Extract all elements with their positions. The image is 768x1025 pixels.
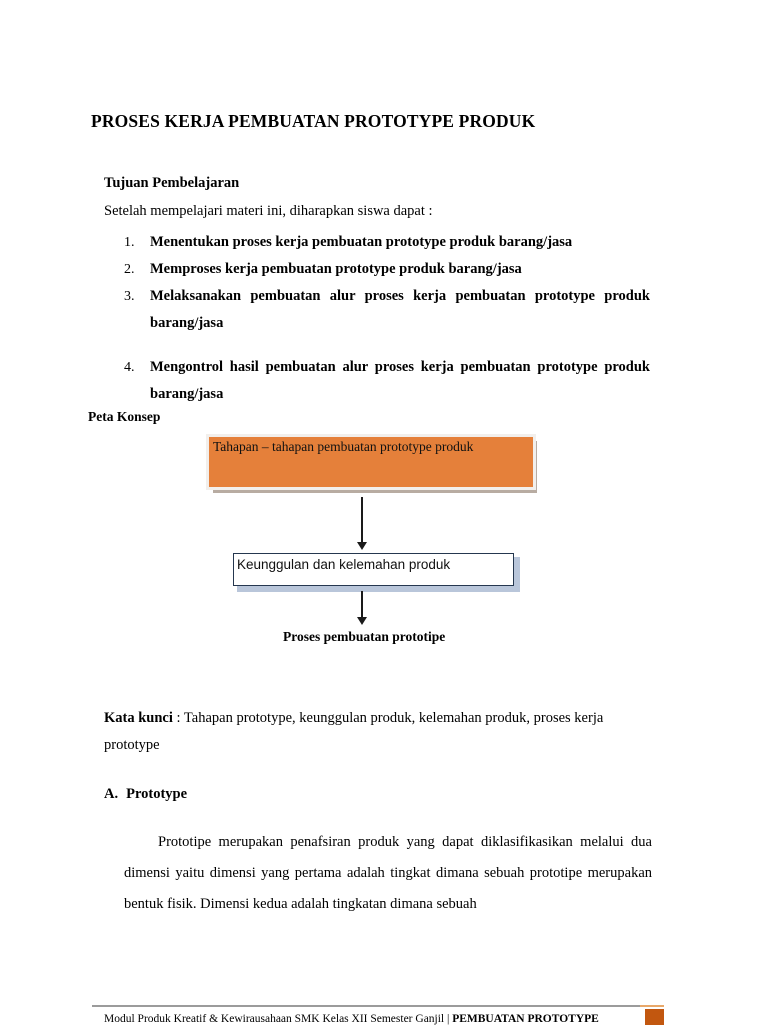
list-item-number: 1. xyxy=(124,235,135,250)
list-item-label: Memproses kerja pembuatan prototype prod… xyxy=(150,261,522,277)
objectives-intro: Setelah mempelajari materi ini, diharapk… xyxy=(104,203,433,219)
concept-node-1: Tahapan – tahapan pembuatan prototype pr… xyxy=(209,437,533,487)
footer-separator: | xyxy=(444,1013,453,1025)
list-item-number: 2. xyxy=(124,262,135,277)
footer-right-text: PEMBUATAN PROTOTYPE xyxy=(452,1013,599,1025)
footer-text: Modul Produk Kreatif & Kewirausahaan SMK… xyxy=(104,1013,624,1025)
concept-node-2: Keunggulan dan kelemahan produk xyxy=(233,553,514,586)
page-title: PROSES KERJA PEMBUATAN PROTOTYPE PRODUK xyxy=(91,110,536,131)
concept-node-1-label: Tahapan – tahapan pembuatan prototype pr… xyxy=(213,439,474,454)
keywords-label: Kata kunci xyxy=(104,710,173,726)
concept-map-heading: Peta Konsep xyxy=(88,409,161,424)
list-item-number: 4. xyxy=(124,360,135,375)
keywords-text: Tahapan prototype, keunggulan produk, ke… xyxy=(104,710,604,753)
body-paragraph: Prototipe merupakan penafsiran produk ya… xyxy=(124,833,652,912)
list-item: 4. Mengontrol hasil pembuatan alur prose… xyxy=(104,354,650,408)
arrow-down-icon xyxy=(361,591,363,619)
footer-divider-accent xyxy=(640,1005,664,1007)
concept-node-2-label: Keunggulan dan kelemahan produk xyxy=(237,557,451,572)
objectives-heading: Tujuan Pembelajaran xyxy=(104,175,240,191)
concept-node-3-label: Proses pembuatan prototipe xyxy=(283,629,446,644)
objectives-list: 1. Menentukan proses kerja pembuatan pro… xyxy=(104,229,650,408)
footer-left-text: Modul Produk Kreatif & Kewirausahaan SMK… xyxy=(104,1013,445,1025)
list-item-label: Mengontrol hasil pembuatan alur proses k… xyxy=(150,359,650,402)
list-item-number: 3. xyxy=(124,289,135,304)
section-title: Prototype xyxy=(126,786,188,802)
list-item-label: Menentukan proses kerja pembuatan protot… xyxy=(150,234,573,250)
footer-color-swatch xyxy=(645,1009,664,1025)
keywords-separator: : xyxy=(172,710,184,726)
arrow-down-head-icon xyxy=(357,542,367,550)
list-item-label: Melaksanakan pembuatan alur proses kerja… xyxy=(150,288,650,331)
arrow-down-head-icon xyxy=(357,617,367,625)
footer-divider xyxy=(92,1005,640,1007)
section-letter: A. xyxy=(104,786,119,802)
section-heading: A. Prototype xyxy=(104,786,187,803)
list-item: 1. Menentukan proses kerja pembuatan pro… xyxy=(104,229,650,256)
keywords-block: Kata kunci : Tahapan prototype, keunggul… xyxy=(104,705,629,759)
arrow-down-icon xyxy=(361,497,363,544)
list-item: 2. Memproses kerja pembuatan prototype p… xyxy=(104,256,650,283)
list-item: 3. Melaksanakan pembuatan alur proses ke… xyxy=(104,283,650,337)
